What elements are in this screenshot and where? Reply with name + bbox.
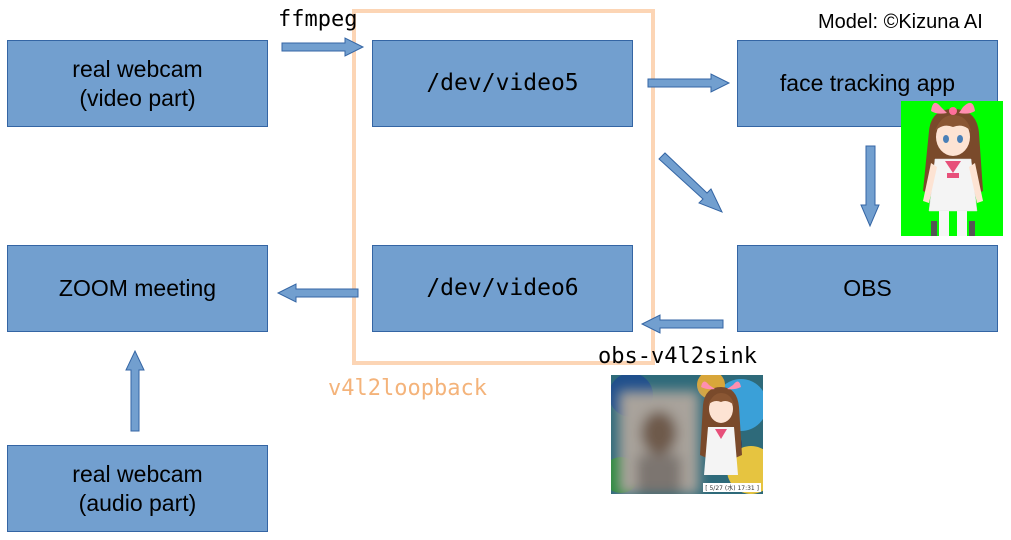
obs-output-thumbnail: [ 5/27 (水) 17:31 ] [611, 375, 763, 494]
arrow-webcam-to-video5 [281, 37, 365, 57]
avatar-greenscreen-image [901, 101, 1003, 236]
arrow-video5-to-obs [658, 152, 723, 213]
thumbnail-scene-image [611, 375, 763, 494]
dev-video5-box: /dev/video5 [372, 40, 633, 127]
model-credit: Model: ©Kizuna AI [818, 11, 983, 33]
real-webcam-video-box: real webcam (video part) [7, 40, 268, 127]
obs-v4l2sink-label: obs-v4l2sink [598, 344, 757, 369]
obs-box: OBS [737, 245, 998, 332]
thumbnail-timestamp: [ 5/27 (水) 17:31 ] [703, 483, 761, 492]
v4l2loopback-frame [352, 9, 655, 365]
arrow-video5-to-face-tracking [647, 73, 731, 93]
v4l2loopback-label: v4l2loopback [328, 376, 487, 401]
ffmpeg-label: ffmpeg [278, 7, 358, 32]
arrow-webcam-audio-to-zoom [125, 349, 145, 432]
arrow-video6-to-zoom [276, 283, 359, 303]
dev-video6-box: /dev/video6 [372, 245, 633, 332]
zoom-meeting-box: ZOOM meeting [7, 245, 268, 332]
real-webcam-audio-box: real webcam (audio part) [7, 445, 268, 532]
arrow-obs-to-video6 [640, 314, 724, 334]
arrow-face-tracking-to-obs [860, 145, 880, 228]
